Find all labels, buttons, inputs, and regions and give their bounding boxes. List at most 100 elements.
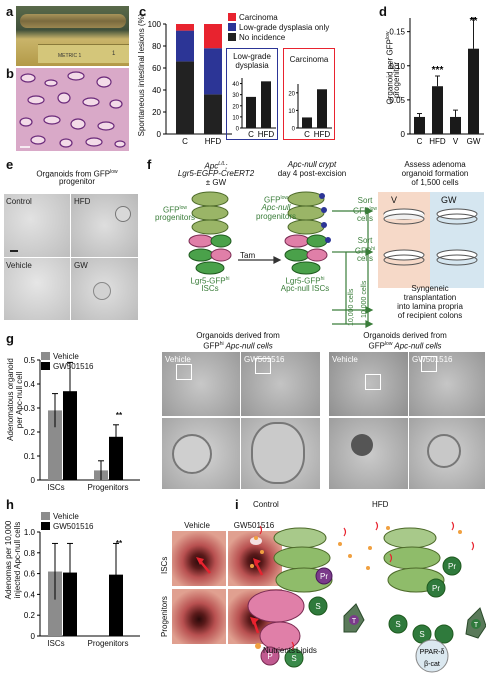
ruler [38, 44, 129, 63]
zoom-box [421, 356, 437, 372]
f-sort-hi-sup: hi [371, 246, 376, 252]
g-img-hi-gw-zoom [241, 418, 320, 489]
f-apc-null: Lgr5-GFPhi [262, 275, 348, 286]
g-img-label-gw-2: GW501516 [412, 355, 453, 364]
c-tick-label: 0 [157, 130, 162, 139]
red-arrow-icon [196, 557, 211, 574]
c-xcat-label: HFD [205, 137, 222, 146]
g-org-hi-title: Organoids derived from [196, 331, 280, 340]
panel-label-i: i [235, 497, 239, 512]
label-vehicle: Vehicle [6, 261, 32, 270]
panel-label-g: g [6, 331, 14, 346]
f-sort-hi-3: cells [356, 254, 373, 263]
d-bar [468, 48, 479, 134]
inset-tick-label: 10 [232, 115, 239, 121]
chart-c-ylabel: Spontaneous intestinal lesions (%) [137, 13, 146, 137]
f-gfp-low-text: GFP [163, 205, 180, 215]
inset-tick-label: 0 [236, 127, 240, 133]
tick-label: 1.0 [24, 528, 36, 537]
c-xcat-label: C [182, 137, 188, 146]
culture-dishes [383, 208, 478, 266]
organoid-image-gw [71, 258, 138, 320]
g-org-hi-title-2: GFPhi Apc-null cells [164, 340, 312, 351]
g-org-low-gfp: GFP [368, 341, 385, 351]
f-sort-low-sup: low [369, 206, 377, 212]
f-sort-low-3: cells [356, 214, 373, 223]
panel-label-d: d [379, 4, 387, 19]
bcat-label: β-cat [424, 661, 440, 668]
lesion [250, 537, 262, 545]
g-org-hi-gfp: GFP [203, 341, 220, 351]
arrows [238, 207, 374, 328]
f-sort-low-1: Sort [357, 196, 373, 205]
f-col1-line3: ± GW [205, 178, 227, 187]
d-tick-label: 0 [401, 130, 406, 139]
panel-e-title-text: Organoids from GFP [36, 169, 111, 179]
organoid-sphere [115, 206, 131, 222]
inset-bar [246, 96, 256, 128]
inset-tick-label: 20 [232, 104, 239, 110]
cell-label: P [267, 652, 272, 661]
zoom-box [255, 358, 271, 374]
g-xcat-iscs: ISCs [47, 483, 65, 492]
tick-label: 0.3 [24, 404, 36, 413]
f-sort-hi-1: Sort [357, 236, 373, 245]
label-control: Control [6, 197, 32, 206]
legend-gw: GW501516 [53, 362, 94, 371]
cell-label: Pr [448, 562, 456, 571]
chart-g-ylabel: Adenomatous organoid [6, 358, 15, 441]
f-gfp-low-sup: low [179, 205, 187, 211]
chart-h-ylabel-2: injected Apc-null cells [13, 521, 22, 599]
f-sort-hi-gfp: GFP [354, 246, 372, 256]
organoid-sphere [251, 422, 305, 484]
inset-bar [261, 81, 271, 128]
ruler-text: METRIC 1 [58, 53, 82, 59]
c-bar-segment [176, 61, 194, 134]
h-col-gw: GW501516 [233, 521, 275, 530]
chart-d-ylabel-2: progenitor [392, 61, 401, 99]
panel-label-e: e [6, 157, 14, 172]
endoscopy-iscs-vehicle [172, 531, 226, 586]
inset-tick-label: 10 [288, 109, 295, 115]
f-lgr5: Lgr5-GFPhi [170, 275, 250, 286]
lipid-marks [259, 521, 475, 563]
panel-label-h: h [6, 497, 14, 512]
tick-label: 0.2 [24, 611, 36, 620]
bar [48, 571, 62, 636]
schematic-i: Pr S P S Pr Pr S S T T PPAR-δ β-cat [247, 521, 486, 673]
cell-label: T [352, 618, 357, 625]
c-tick-label: 40 [152, 86, 161, 95]
tick-label: 0.5 [24, 356, 36, 365]
cell-label: Pr [320, 572, 328, 581]
f-gfp-null-2: Apc-null [261, 203, 291, 212]
i-control: Control [253, 500, 279, 509]
ppar-box: PPAR-δ β-cat [415, 639, 449, 673]
i-legend-lipids: Lipids [296, 646, 317, 655]
cell-label: Pr [432, 584, 440, 593]
zoom-box [176, 364, 192, 380]
g-img-label-vehicle-1: Vehicle [165, 355, 191, 364]
organoid-image-vehicle [4, 258, 70, 320]
g-stars: ** [115, 411, 123, 420]
legend-nutrient-dot [255, 643, 261, 649]
inset-xcat: C [304, 130, 310, 139]
label-gw: GW [74, 261, 88, 270]
crypt-1 [188, 191, 232, 275]
f-tam: Tam [240, 251, 256, 260]
panel-label-b: b [6, 66, 14, 81]
f-sort-hi-2: GFPhi [346, 245, 384, 256]
f-col3-line2: organoid formation [401, 169, 469, 178]
f-col1-apc: Apc [204, 161, 219, 171]
inset-lgd-frame [226, 48, 278, 140]
inset-bar [317, 89, 327, 128]
g-img-label-vehicle-2: Vehicle [332, 355, 358, 364]
g-xcat-progenitors: Progenitors [87, 483, 129, 492]
red-arrow-icon [250, 617, 260, 634]
tick-label: 0.1 [24, 452, 36, 461]
f-col1-semicolon: ; [225, 161, 228, 171]
g-org-low-rest: Apc-null cells [392, 341, 442, 351]
g-img-hi-vehicle [162, 352, 240, 416]
intestine-tube [20, 14, 126, 28]
f-syn-4: of recipient colons [397, 311, 463, 320]
